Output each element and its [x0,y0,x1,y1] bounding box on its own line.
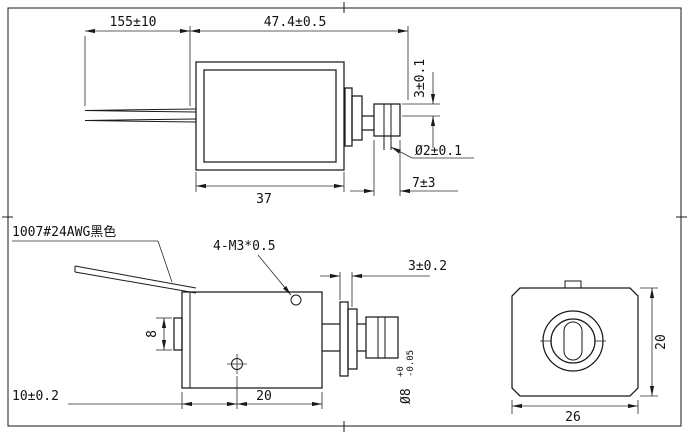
dim-shaft-diameter: Ø8 [399,388,414,404]
view-side-mounting: 1007#24AWG黑色 4-M3*0.5 3±0.2 8 10±0.2 [12,224,447,409]
solenoid-frame [195,61,345,171]
dim-overall-length: 47.4±0.5 [264,15,327,30]
dim-pin-offset: 3±0.1 [413,59,428,98]
dim-frame-length: 37 [256,192,272,207]
label-pin-hole-diameter: Ø2±0.1 [415,144,462,159]
m3-thread-hole [290,294,302,306]
lead-wires [84,108,197,123]
label-thread-spec: 4-M3*0.5 [213,239,276,254]
dim-slot-height: 8 [145,330,160,338]
plunger-assembly [344,87,401,150]
plunger-end-block [365,316,399,359]
top-tab [564,280,582,289]
dim-end-width: 26 [565,410,581,425]
plunger-flange-inner [347,308,358,370]
dim-shaft-tol-upper: +0 [396,366,406,377]
plunger-flange-inner [351,95,363,141]
dimensions-top-view: 155±10 47.4±0.5 3±0.1 Ø2±0.1 7±3 [84,15,474,207]
dim-stroke: 7±3 [412,176,435,191]
solenoid-body [173,291,323,389]
plunger-end-block [373,103,401,137]
label-wire-spec: 1007#24AWG黑色 [12,224,116,240]
plunger-slot [563,321,583,361]
labels-bottom-view: 1007#24AWG黑色 4-M3*0.5 3±0.2 8 10±0.2 [12,224,447,409]
dim-shaft-tol-lower: -0.05 [406,350,416,377]
side-tab [173,317,183,351]
plunger-assembly-bottom [322,301,399,377]
dim-hole-spacing: 20 [256,389,272,404]
lead-strip [74,265,197,294]
dimensions-end-view: 20 26 [511,287,669,425]
dim-flange-offset: 3±0.2 [408,259,447,274]
view-end: 20 26 [511,280,669,425]
dim-hole-position: 10±0.2 [12,389,59,404]
dim-lead-length: 155±10 [110,15,157,30]
dim-end-height: 20 [654,334,669,350]
view-side-leads: 155±10 47.4±0.5 3±0.1 Ø2±0.1 7±3 [84,15,474,207]
end-outline [511,287,639,397]
